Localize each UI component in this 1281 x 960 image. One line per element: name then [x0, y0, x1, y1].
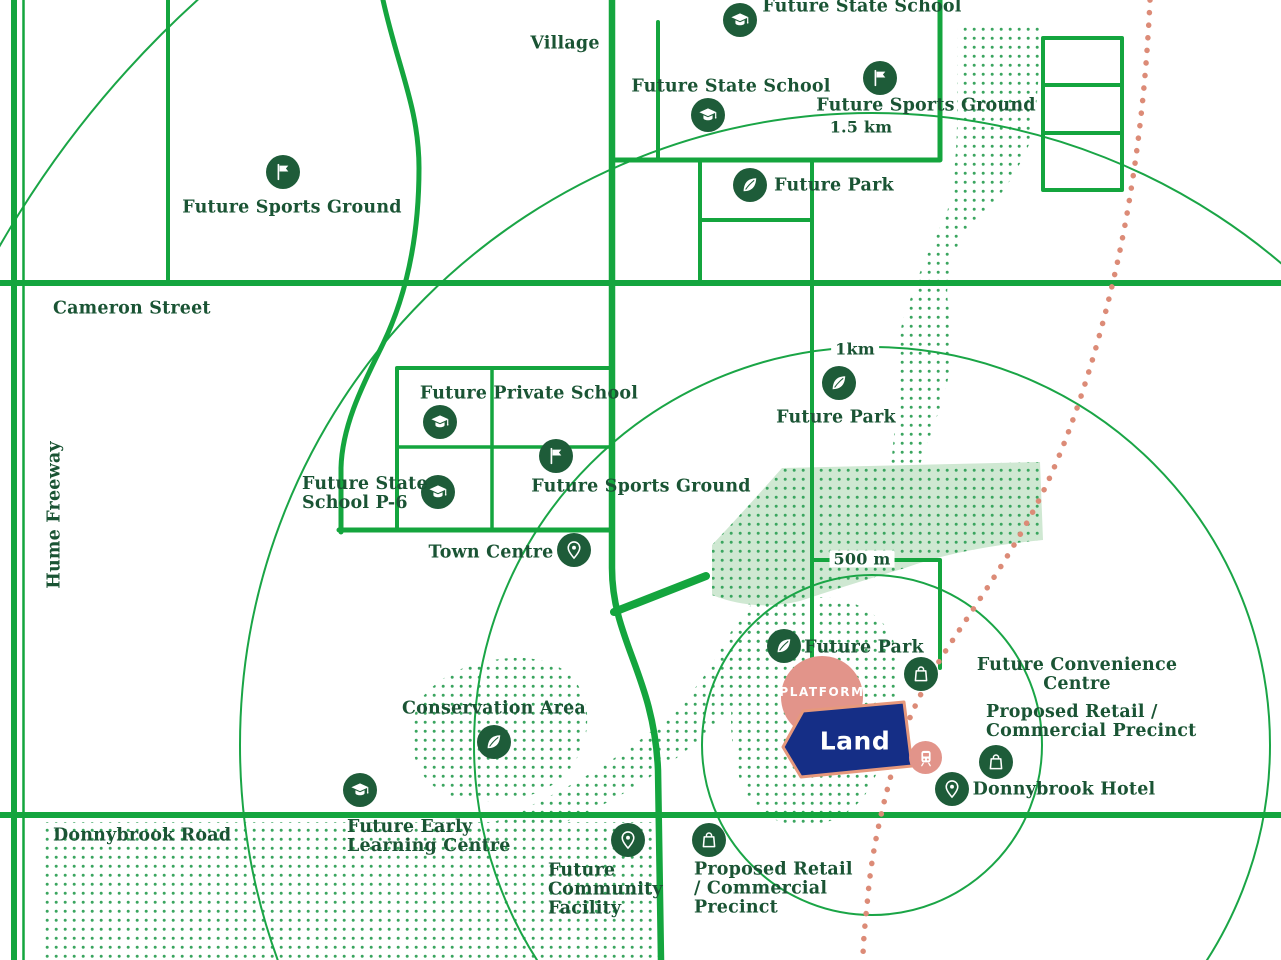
- school-icon: [421, 475, 455, 509]
- retail-bag-icon: [979, 745, 1013, 779]
- school-icon: [691, 98, 725, 132]
- location-pin-icon: [557, 533, 591, 567]
- retail-bag-icon: [692, 823, 726, 857]
- label-future-park-east: Future Park: [776, 407, 896, 428]
- label-future-sports-ground-central: Future Sports Ground: [531, 476, 751, 497]
- label-future-state-school-north: Future State School: [631, 76, 831, 97]
- label-future-early-learning-centre: Future Early Learning Centre: [347, 817, 511, 856]
- label-future-private-school: Future Private School: [419, 383, 639, 404]
- label-cameron-street: Cameron Street: [53, 298, 211, 319]
- sports-flag-icon: [266, 155, 300, 189]
- location-pin-icon: [935, 772, 969, 806]
- label-donnybrook-road: Donnybrook Road: [53, 825, 232, 846]
- park-leaf-icon: [822, 366, 856, 400]
- label-proposed-retail-east: Proposed Retail / Commercial Precinct: [986, 702, 1197, 741]
- label-future-state-school-p6: Future State School P-6: [302, 474, 428, 513]
- label-town-centre: Town Centre: [428, 542, 554, 563]
- school-icon: [723, 3, 757, 37]
- distance-label-1km: 1km: [831, 340, 879, 358]
- retail-bag-icon: [904, 657, 938, 691]
- school-icon: [423, 405, 457, 439]
- label-future-state-school-top: Future State School: [762, 0, 962, 17]
- sports-flag-icon: [863, 61, 897, 95]
- railway-line: [860, 0, 1153, 960]
- platform-logo-text: PLATFORM: [779, 685, 865, 699]
- label-future-park-south: Future Park: [804, 637, 924, 658]
- label-future-park-north: Future Park: [774, 175, 894, 196]
- label-proposed-retail-south: Proposed Retail / Commercial Precinct: [694, 859, 853, 918]
- sports-flag-icon: [539, 439, 573, 473]
- label-future-convenience-centre: Future Convenience Centre: [976, 655, 1178, 694]
- label-future-sports-ground-nw: Future Sports Ground: [182, 197, 402, 218]
- label-conservation-area: Conservation Area: [402, 698, 586, 719]
- land-estate-name: Land: [819, 726, 891, 756]
- label-village: Village: [530, 33, 600, 54]
- park-leaf-icon: [767, 629, 801, 663]
- park-leaf-icon: [733, 168, 767, 202]
- distance-label-1-5km: 1.5 km: [825, 118, 897, 136]
- location-pin-icon: [611, 823, 645, 857]
- label-future-community-facility: Future Community Facility: [548, 860, 663, 919]
- school-icon: [343, 773, 377, 807]
- label-hume-freeway: Hume Freeway: [44, 441, 65, 589]
- distance-label-500m: 500 m: [829, 550, 895, 568]
- label-future-sports-ground-ne: Future Sports Ground: [816, 95, 1036, 116]
- land-parcel-marker: [781, 700, 914, 779]
- label-donnybrook-hotel: Donnybrook Hotel: [972, 779, 1156, 800]
- park-leaf-icon: [477, 725, 511, 759]
- train-icon: [909, 741, 942, 774]
